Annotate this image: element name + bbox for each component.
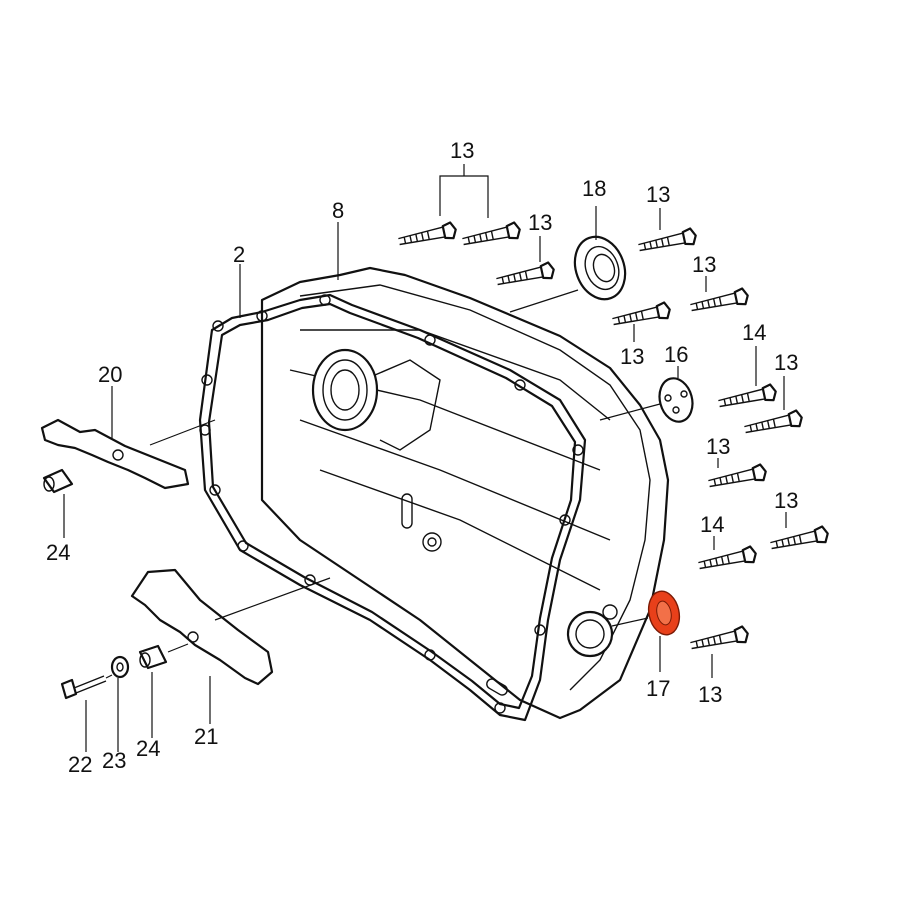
label-24-lower: 24 [136, 736, 160, 761]
leader-lines [63, 164, 787, 752]
label-24-upper: 24 [46, 540, 70, 565]
label-13-b: 13 [646, 182, 670, 207]
label-13-g: 13 [774, 488, 798, 513]
label-13-top: 13 [450, 138, 474, 163]
label-13-e: 13 [774, 350, 798, 375]
label-2: 2 [233, 242, 245, 267]
collar-24-lower [138, 643, 189, 670]
guide-20 [40, 418, 216, 490]
bolt-13-c [688, 286, 751, 317]
bolt-13-d [610, 300, 673, 331]
label-14-a: 14 [742, 320, 766, 345]
label-13-c: 13 [692, 252, 716, 277]
damper-16 [599, 377, 694, 423]
label-21: 21 [194, 724, 218, 749]
bolt-13-top-right [460, 220, 523, 251]
label-13-f: 13 [706, 434, 730, 459]
label-13-a: 13 [528, 210, 552, 235]
o-ring-17 [611, 590, 681, 636]
label-8: 8 [332, 198, 344, 223]
bolt-14-a [716, 382, 779, 413]
part-labels: 13 13 18 13 13 13 16 14 13 13 14 13 13 1… [46, 138, 798, 777]
bolt-13-a [494, 260, 557, 291]
label-16: 16 [664, 342, 688, 367]
washer-23 [110, 655, 130, 679]
bolt-13-g [768, 524, 831, 555]
label-13-d: 13 [620, 344, 644, 369]
bolt-13-h [688, 624, 751, 655]
gasket-holes [199, 294, 584, 714]
bolt-22 [60, 674, 113, 700]
label-18: 18 [582, 176, 606, 201]
bolt-13-f [706, 462, 769, 493]
bolt-13-e [742, 408, 805, 439]
oil-seal-18 [509, 235, 627, 313]
bolt-13-top-left [396, 220, 459, 251]
label-20: 20 [98, 362, 122, 387]
collar-24-upper [42, 468, 74, 494]
guide-21 [130, 568, 331, 686]
gasket-2 [198, 293, 587, 722]
label-14-b: 14 [700, 512, 724, 537]
bolt-13-b [636, 226, 699, 257]
cover-8 [260, 266, 670, 720]
label-22: 22 [68, 752, 92, 777]
label-23: 23 [102, 748, 126, 773]
label-17: 17 [646, 676, 670, 701]
label-13-h: 13 [698, 682, 722, 707]
bolt-14-b [696, 544, 759, 575]
